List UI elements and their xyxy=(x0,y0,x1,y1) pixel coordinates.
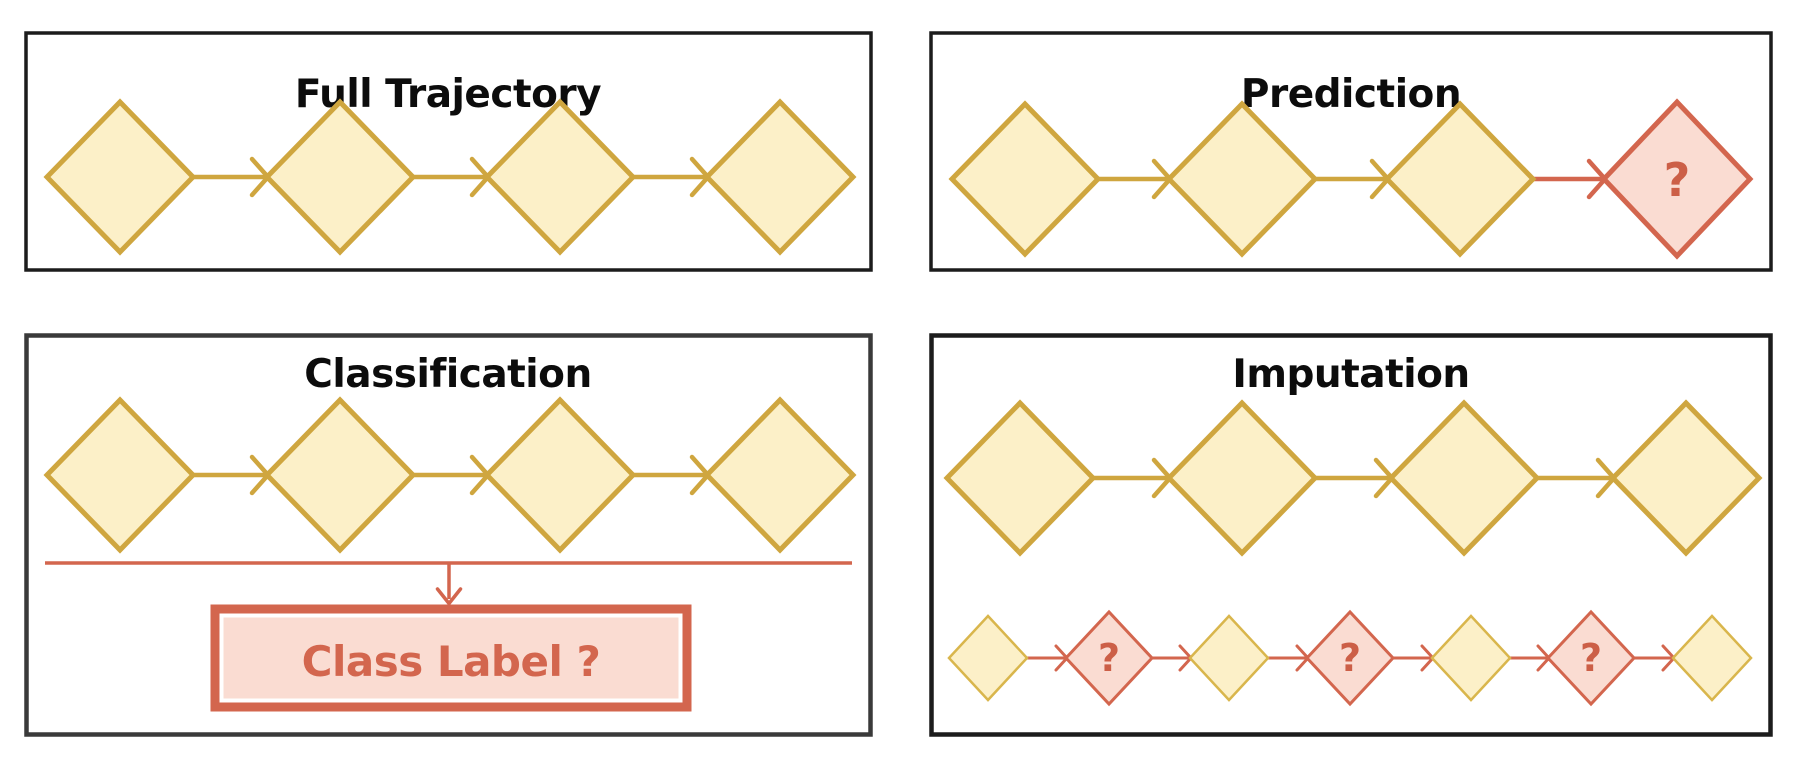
panel-title-prediction: Prediction xyxy=(1241,72,1461,117)
panel-prediction: Prediction ? xyxy=(929,31,1773,272)
observed-state-diamond xyxy=(43,98,197,256)
panel-frame xyxy=(24,31,873,272)
observed-state-diamond xyxy=(43,396,197,554)
panel-title-classification: Classification xyxy=(304,352,591,397)
panel-frame xyxy=(929,31,1773,272)
panel-frame xyxy=(929,333,1773,737)
unknown-state-diamond xyxy=(1600,98,1754,260)
trajectory-row xyxy=(943,399,1763,557)
question-mark-label: ? xyxy=(1664,153,1691,207)
class-label-text: Class Label ? xyxy=(302,637,601,686)
unknown-state-diamond xyxy=(1063,609,1155,707)
observed-state-diamond xyxy=(263,98,417,256)
observed-state-diamond xyxy=(703,396,857,554)
panel-classification: Classification Class Label ? xyxy=(24,333,873,737)
trajectory-row: ? xyxy=(948,98,1754,260)
observed-state-diamond xyxy=(947,614,1029,702)
trajectory-row xyxy=(43,396,857,554)
observed-state-diamond xyxy=(943,399,1097,557)
question-mark-label: ? xyxy=(1098,636,1120,680)
unknown-state-diamond xyxy=(1304,609,1396,707)
class-label-box: Class Label ? xyxy=(210,604,692,712)
class-label-box-fill xyxy=(223,617,679,699)
trajectory-row xyxy=(43,98,857,256)
aggregation-connector xyxy=(45,561,852,606)
observed-state-diamond xyxy=(1609,399,1763,557)
imputed-trajectory-row: ??? xyxy=(947,609,1753,707)
observed-state-diamond xyxy=(1188,614,1270,702)
observed-state-diamond xyxy=(1430,614,1512,702)
observed-state-diamond xyxy=(483,98,637,256)
observed-state-diamond xyxy=(1165,100,1319,258)
down-arrowhead-icon xyxy=(435,587,463,606)
panel-full-trajectory: Full Trajectory xyxy=(24,31,873,272)
question-mark-label: ? xyxy=(1580,636,1602,680)
unknown-state-diamond xyxy=(1545,609,1637,707)
observed-state-diamond xyxy=(1383,100,1537,258)
observed-state-diamond xyxy=(1671,614,1753,702)
question-mark-label: ? xyxy=(1339,636,1361,680)
observed-state-diamond xyxy=(1165,399,1319,557)
observed-state-diamond xyxy=(948,100,1102,258)
observed-state-diamond xyxy=(263,396,417,554)
observed-state-diamond xyxy=(1387,399,1541,557)
panel-frame xyxy=(24,333,873,737)
panel-title-imputation: Imputation xyxy=(1232,352,1469,397)
panel-imputation: Imputation ??? xyxy=(929,333,1773,737)
observed-state-diamond xyxy=(483,396,637,554)
observed-state-diamond xyxy=(703,98,857,256)
